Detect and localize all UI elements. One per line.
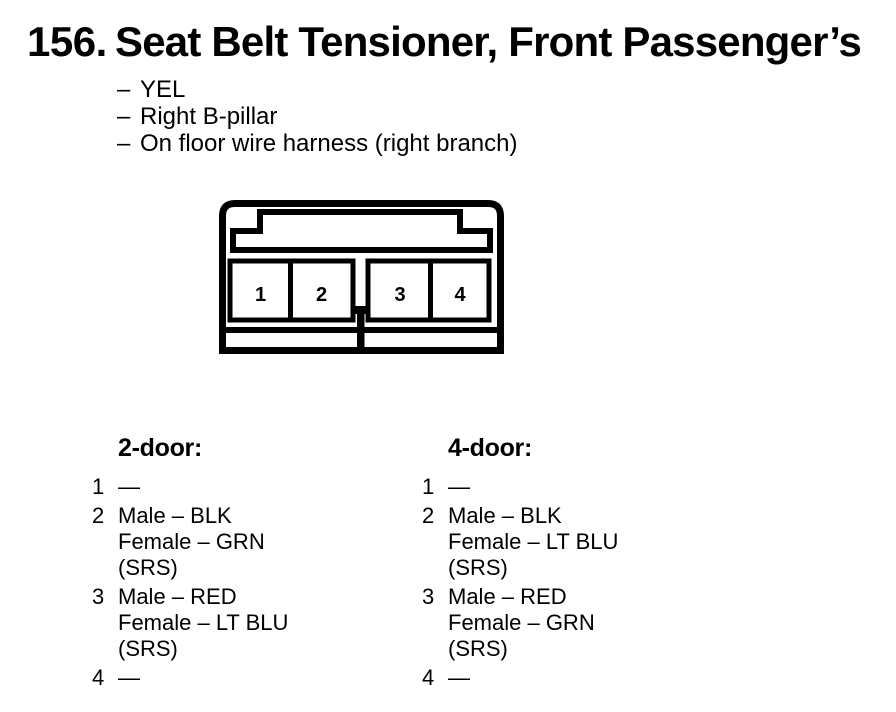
variant-heading-4door: 4-door: (448, 434, 532, 462)
pin-entry-row: 2 Male – BLK Female – LT BLU (SRS) (422, 503, 732, 581)
pin-entry-number: 3 (422, 584, 435, 609)
pin-entry-lines: Male – RED Female – LT BLU (SRS) (118, 584, 402, 662)
connector-diagram: 1 2 3 4 (219, 200, 504, 354)
pin-entry-number: 3 (92, 584, 105, 609)
pin-number-1: 1 (255, 284, 266, 306)
pin-entry-number: 2 (92, 503, 105, 528)
pin-entry-line: Female – LT BLU (448, 529, 619, 554)
pin-entry-line: — (448, 474, 470, 499)
item-number: 156. (27, 18, 107, 65)
variant-column-2door: 2-door: 1 — 2 Male – BLK Female – GRN (S… (92, 433, 402, 694)
pin-entry-number: 1 (92, 474, 105, 499)
pin-entry-line: (SRS) (448, 636, 508, 661)
dash-bullet: – (117, 76, 131, 103)
page-title: 156. Seat Belt Tensioner, Front Passenge… (27, 18, 862, 66)
connector-key-ridge (230, 209, 493, 253)
pin-entry-line: (SRS) (448, 555, 508, 580)
pin-entry-number: 1 (422, 474, 435, 499)
pin-number-2: 2 (316, 284, 327, 306)
pin-entry-row: 4 — (92, 665, 402, 691)
note-item: – Right B-pillar (117, 103, 517, 130)
pin-entry-line: — (118, 474, 140, 499)
pin-entry-row: 3 Male – RED Female – GRN (SRS) (422, 584, 732, 662)
pin-entry-line: Female – GRN (118, 529, 265, 554)
pin-entry-number: 4 (92, 665, 105, 690)
note-text: Right B-pillar (140, 103, 278, 130)
pin-entry-line: — (448, 665, 470, 690)
dash-bullet: – (117, 103, 131, 130)
pin-entry-row: 1 — (92, 474, 402, 500)
pin-entry-line: Male – RED (448, 584, 567, 609)
pin-entry-lines: — (118, 665, 402, 691)
pin-entry-lines: — (118, 474, 402, 500)
pin-entry-line: (SRS) (118, 636, 178, 661)
pin-entry-lines: Male – RED Female – GRN (SRS) (448, 584, 732, 662)
pin-number-4: 4 (454, 284, 466, 306)
pin-entry-row: 2 Male – BLK Female – GRN (SRS) (92, 503, 402, 581)
note-text: On floor wire harness (right branch) (140, 130, 518, 157)
notes-list: – YEL – Right B-pillar – On floor wire h… (117, 76, 517, 157)
variant-heading-2door: 2-door: (118, 434, 202, 462)
pin-entry-lines: Male – BLK Female – GRN (SRS) (118, 503, 402, 581)
note-item: – YEL (117, 76, 517, 103)
note-text: YEL (140, 76, 186, 103)
pin-entry-number: 4 (422, 665, 435, 690)
pin-entry-row: 1 — (422, 474, 732, 500)
pin-entry-row: 3 Male – RED Female – LT BLU (SRS) (92, 584, 402, 662)
pin-entry-line: Male – BLK (118, 503, 232, 528)
center-slot-cap (352, 306, 370, 314)
pin-entry-lines: — (448, 474, 732, 500)
variant-column-4door: 4-door: 1 — 2 Male – BLK Female – LT BLU… (422, 433, 732, 694)
center-key-tab (357, 312, 365, 352)
pin-entry-line: Female – GRN (448, 610, 595, 635)
pin-number-3: 3 (394, 284, 405, 306)
pin-entry-lines: — (448, 665, 732, 691)
pin-entry-row: 4 — (422, 665, 732, 691)
note-item: – On floor wire harness (right branch) (117, 130, 517, 157)
pin-entry-line: Female – LT BLU (118, 610, 289, 635)
pin-entry-line: — (118, 665, 140, 690)
pin-entry-line: Male – RED (118, 584, 237, 609)
pin-entry-line: Male – BLK (448, 503, 562, 528)
title-text: Seat Belt Tensioner, Front Passenger’s (115, 18, 862, 65)
pin-entry-lines: Male – BLK Female – LT BLU (SRS) (448, 503, 732, 581)
dash-bullet: – (117, 130, 131, 157)
pin-entry-number: 2 (422, 503, 435, 528)
pin-entry-line: (SRS) (118, 555, 178, 580)
